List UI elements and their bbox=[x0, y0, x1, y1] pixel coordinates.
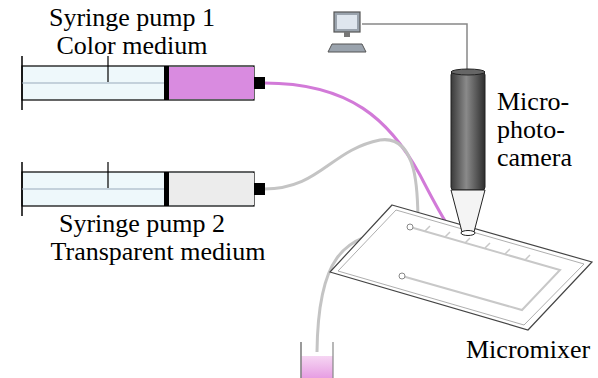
camera-cable bbox=[362, 24, 467, 72]
medium-label: Transparent medium bbox=[51, 238, 266, 266]
color-tube bbox=[264, 83, 452, 232]
camera-label: Micro- photo- camera bbox=[497, 88, 572, 172]
syringe-pump-1 bbox=[22, 56, 265, 110]
micro-photo-camera bbox=[451, 69, 485, 236]
micromixer-label: Micromixer bbox=[466, 336, 590, 364]
computer-icon bbox=[328, 12, 366, 52]
syringe-pump-2 bbox=[22, 162, 265, 216]
beaker bbox=[301, 342, 333, 378]
medium-label: Color medium bbox=[57, 32, 208, 60]
syringe-label: Syringe pump 2 bbox=[59, 210, 225, 238]
syringe-label: Syringe pump 1 bbox=[49, 4, 215, 32]
